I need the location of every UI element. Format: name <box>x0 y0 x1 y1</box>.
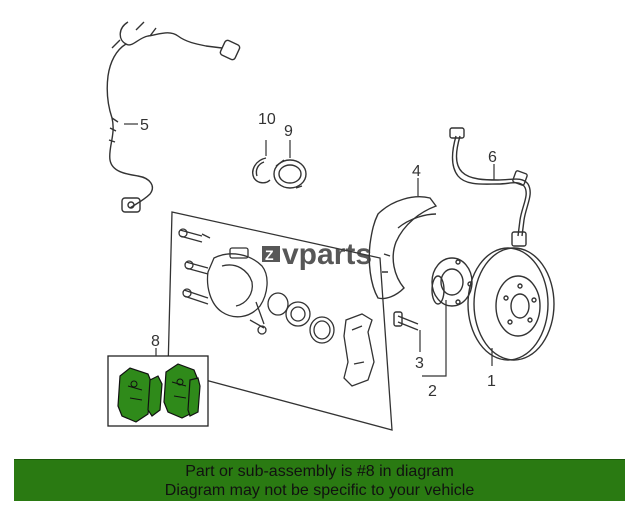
info-banner: Part or sub-assembly is #8 in diagram Di… <box>14 459 625 501</box>
callout-1: 1 <box>487 373 496 390</box>
brake-rotor <box>467 247 555 361</box>
callout-leaders <box>124 123 495 377</box>
wheel-hub <box>431 257 473 307</box>
callout-10: 10 <box>258 111 276 128</box>
watermark-logo-letter: Z <box>265 247 274 263</box>
splash-shield <box>368 196 438 300</box>
hub-bolt <box>393 311 419 331</box>
snap-ring-and-bearing <box>252 157 307 189</box>
banner-line-1: Part or sub-assembly is #8 in diagram <box>185 463 454 480</box>
callout-9: 9 <box>284 123 293 140</box>
caliper-assembly <box>167 211 393 431</box>
callout-6: 6 <box>488 149 497 166</box>
parts-diagram: 5 10 9 4 6 8 3 2 1 Z vparts <box>106 21 555 431</box>
callout-2: 2 <box>428 383 437 400</box>
callout-8: 8 <box>151 333 160 350</box>
watermark-text: vparts <box>282 238 372 271</box>
callout-3: 3 <box>415 355 424 372</box>
brake-pad-left <box>117 367 153 423</box>
brake-pads-highlight <box>107 355 209 427</box>
callout-4: 4 <box>412 163 421 180</box>
watermark-logo: Z vparts <box>262 238 372 271</box>
abs-sensor-wire <box>106 21 241 213</box>
brake-hose <box>449 127 531 247</box>
banner-line-2: Diagram may not be specific to your vehi… <box>164 482 475 499</box>
callout-5: 5 <box>140 117 149 134</box>
brake-pad-left-backing <box>147 375 163 417</box>
brake-pad-right-backing <box>187 377 201 417</box>
